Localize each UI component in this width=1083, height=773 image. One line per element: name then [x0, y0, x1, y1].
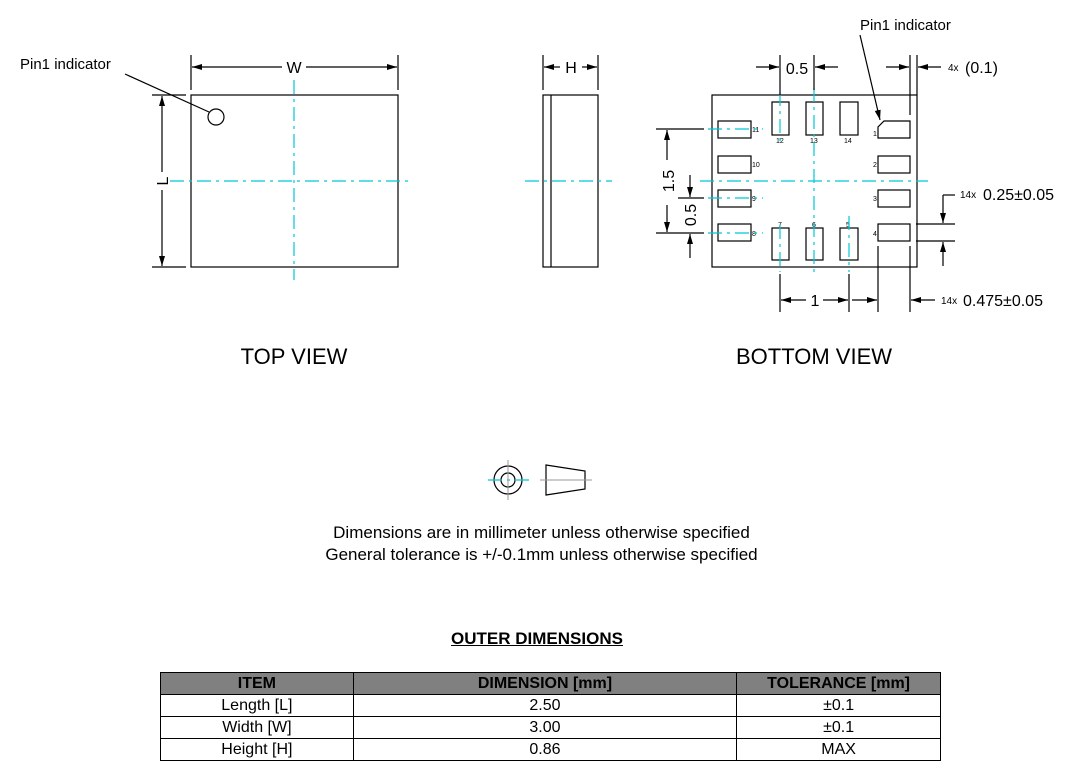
pad-2 — [877, 155, 911, 174]
dim-corner-qty: 4x — [948, 63, 959, 74]
column-header: TOLERANCE [mm] — [736, 672, 941, 695]
dim-pitch-left: 0.5 — [683, 204, 700, 226]
table-header-row: ITEM DIMENSION [mm] TOLERANCE [mm] — [160, 672, 941, 695]
note-tolerance: General tolerance is +/-0.1mm unless oth… — [325, 545, 758, 564]
pin-number: 3 — [873, 196, 877, 203]
pin-number: 12 — [776, 138, 784, 145]
dim-height-label: H — [565, 60, 577, 77]
pad-4 — [877, 223, 911, 242]
side-view: H — [525, 55, 612, 268]
dim-span-left: 1.5 — [661, 170, 678, 192]
table-cell: 0.86 — [352, 738, 738, 761]
pad-1 — [877, 120, 911, 139]
dim-width-label: W — [286, 60, 302, 77]
pin-number: 1 — [873, 131, 877, 138]
pin-number: 11 — [752, 127, 759, 134]
dim-corner: (0.1) — [965, 60, 998, 77]
third-angle-projection-icon — [488, 460, 592, 500]
pin-number: 4 — [873, 231, 877, 238]
pin-number: 14 — [844, 138, 852, 145]
bottom-view-caption: BOTTOM VIEW — [736, 344, 892, 369]
table-row: Height [H] 0.86 MAX — [160, 738, 941, 761]
outer-dimensions-table: ITEM DIMENSION [mm] TOLERANCE [mm] Lengt… — [160, 672, 941, 761]
table-cell: ±0.1 — [736, 694, 941, 717]
table-cell: Height [H] — [160, 738, 354, 761]
dim-pad-width: 0.25±0.05 — [983, 187, 1054, 204]
dim-pad-length-qty: 14x — [941, 296, 957, 307]
pin-number: 5 — [846, 222, 850, 229]
pad-3 — [877, 189, 911, 208]
pad-14 — [839, 101, 859, 136]
table-cell: ±0.1 — [736, 716, 941, 739]
dim-length-label: L — [155, 176, 172, 185]
table-row: Width [W] 3.00 ±0.1 — [160, 716, 941, 739]
pin-number: 10 — [752, 162, 760, 169]
pin1-indicator-label: Pin1 indicator — [20, 56, 111, 73]
table-cell: 2.50 — [352, 694, 738, 717]
pin-number: 13 — [810, 138, 818, 145]
dim-pitch-top: 0.5 — [786, 61, 808, 78]
table-cell: Width [W] — [160, 716, 354, 739]
top-view: W L Pin1 indicator TOP VIEW — [20, 55, 410, 369]
table-title: OUTER DIMENSIONS — [451, 629, 623, 648]
pin-number: 8 — [752, 231, 756, 238]
table-cell: Length [L] — [160, 694, 354, 717]
dim-pad-length: 0.475±0.05 — [963, 293, 1043, 310]
column-header: DIMENSION [mm] — [352, 672, 738, 695]
pin1-indicator-dot — [207, 108, 225, 126]
table-row: Length [L] 2.50 ±0.1 — [160, 694, 941, 717]
table-cell: 3.00 — [352, 716, 738, 739]
dim-span-bottom: 1 — [811, 293, 820, 310]
pad-10 — [717, 155, 752, 174]
note-units: Dimensions are in millimeter unless othe… — [333, 523, 750, 542]
table-cell: MAX — [736, 738, 941, 761]
dim-pad-width-qty: 14x — [960, 190, 976, 201]
column-header: ITEM — [160, 672, 354, 695]
bottom-view: 1 2 3 4 5 6 7 8 9 10 11 12 13 14 0.5 — [656, 17, 1054, 369]
pin1-indicator-label-bottom: Pin1 indicator — [860, 17, 951, 34]
pin-number: 2 — [873, 162, 877, 169]
pin-number: 9 — [752, 196, 756, 203]
top-view-caption: TOP VIEW — [241, 344, 348, 369]
